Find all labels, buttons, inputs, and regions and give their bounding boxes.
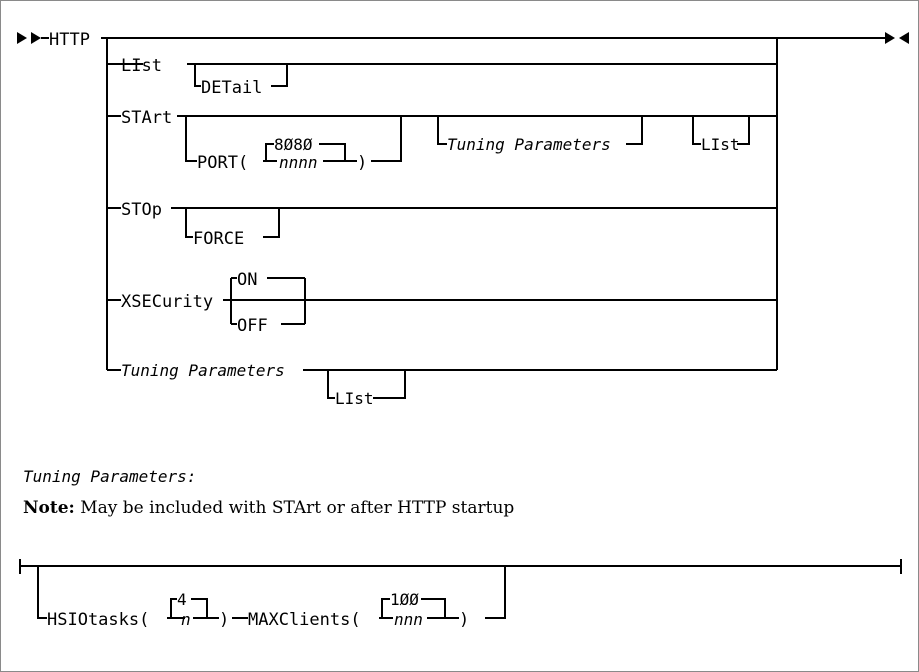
branch-label-tuning-parameters: Tuning Parameters [121,361,285,380]
fragment-right-drop [485,566,506,619]
entry-arrow-2-icon [31,32,41,44]
tuning-list-option-label: LIst [335,389,374,408]
port-variable: nnnn [279,153,318,172]
maxclients-default-riser [381,598,390,618]
maxclients-variable: nnn [394,610,423,629]
hsiotasks-variable: n [181,610,191,629]
start-tuning-option-entry [437,116,447,145]
hsiotasks-prefix-label: HSIOtasks( [47,610,149,630]
port-prefix-label: PORT( [197,153,248,173]
start-tuning-option-exit [626,116,643,145]
branch-label-list: LIst [121,56,162,76]
maxclients-default-return [421,598,446,618]
xsecurity-option-on: ON [237,270,257,290]
fragment-note-label: Note: [23,498,75,518]
port-option-exit [371,116,402,162]
port-suffix-label: ) [357,153,367,173]
hsiotasks-suffix-label: ) [219,610,229,630]
branch-label-stop: STOp [121,200,162,220]
port-option-entry [185,116,197,162]
hsiotasks-default-value: 4 [177,590,187,609]
detail-option-path-right [271,64,288,87]
xsecurity-option-off: OFF [237,316,268,336]
entry-arrow-1-icon [17,32,27,44]
branch-label-xsecurity: XSECurity [121,292,213,312]
start-tuning-option-label: Tuning Parameters [447,135,611,154]
command-label: HTTP [49,30,90,50]
detail-option-path [194,64,201,87]
fragment-left-drop [37,566,47,619]
option-label-detail: DETail [201,78,262,98]
hsiotasks-default-riser [170,598,177,618]
start-list-option-label: LIst [701,135,740,154]
maxclients-prefix-label: MAXClients( [248,610,361,630]
tuning-list-option-exit [373,370,406,399]
port-default-return [319,143,346,161]
force-option-exit [263,208,280,238]
maxclients-suffix-label: ) [459,610,469,630]
tuning-list-option-entry [327,370,335,399]
start-list-option-exit [737,116,750,145]
hsiotasks-default-return [191,598,208,618]
exit-arrow-right-icon [885,32,895,44]
fragment-note-text: May be included with STArt or after HTTP… [80,498,515,518]
start-list-option-entry [692,116,701,145]
fragment-note: Note: May be included with STArt or afte… [23,498,514,518]
maxclients-default-value: 1ØØ [390,590,419,609]
port-default-value: 8Ø8Ø [274,135,313,154]
port-default-riser [265,143,274,161]
exit-arrow-left-icon [899,32,909,44]
branch-label-start: STArt [121,108,172,128]
option-label-force: FORCE [193,229,244,249]
force-option-entry [185,208,193,238]
fragment-title: Tuning Parameters: [23,467,196,486]
